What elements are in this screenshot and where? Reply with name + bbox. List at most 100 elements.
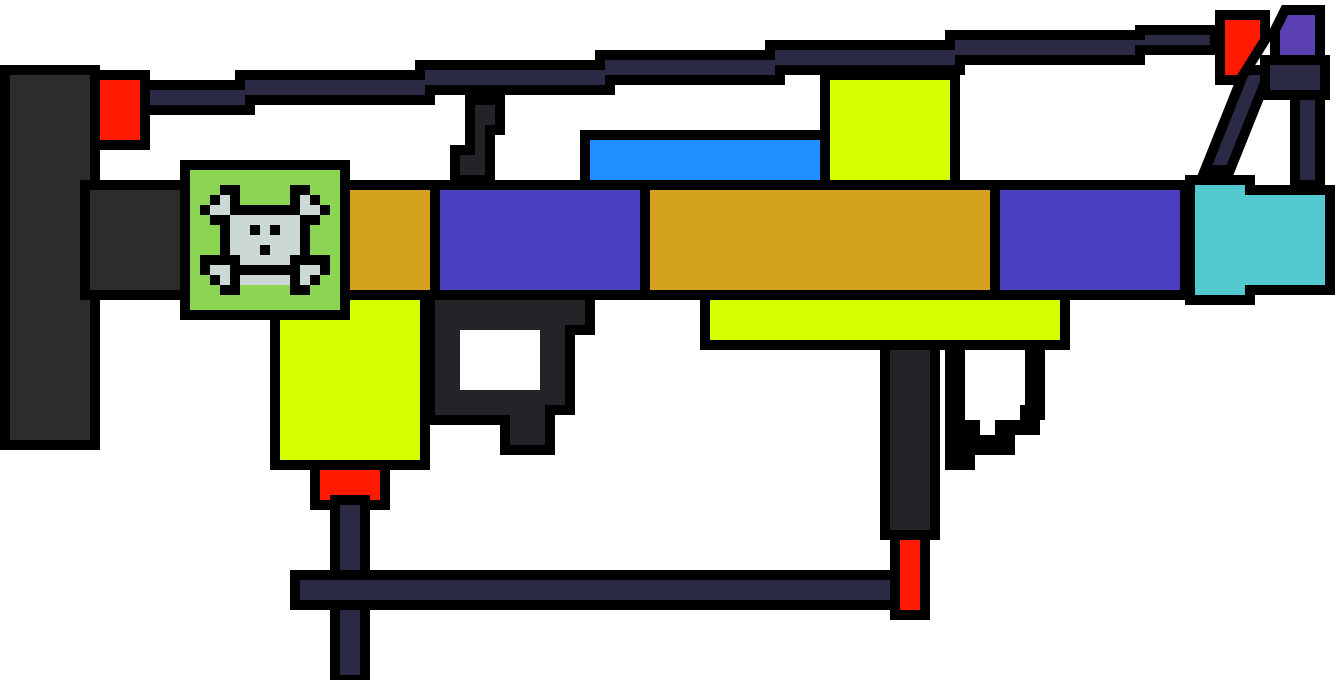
skull-pixel-outline [250,205,260,215]
skull-pixel-bone [250,245,260,255]
skull-pixel-bone [260,255,270,265]
barrel-violet-2 [1000,190,1180,290]
barrel-gold-1 [350,190,430,290]
sight-cap-purple [1270,5,1325,65]
skull-pixel-outline [220,255,230,265]
skull-pixel-bone [280,245,290,255]
skull-pixel-outline [200,255,210,265]
skull-pixel-bone [270,245,280,255]
skull-pixel-bone [300,205,310,215]
underbar [710,300,1060,340]
trigger-wire [945,340,1045,470]
skull-pixel-bone [250,275,260,285]
skull-pixel-outline [230,195,240,205]
skull-pixel-bone [260,215,270,225]
skull-pixel-outline [230,265,240,275]
rail-strut-left [450,95,505,185]
skull-pixel-bone [280,235,290,245]
bipod-crossbar [300,580,890,600]
skull-pixel-outline [260,205,270,215]
skull-pixel-outline [200,205,210,215]
skull-pixel-outline [220,285,230,295]
skull-pixel-bone [270,215,280,225]
skull-pixel-outline [310,255,320,265]
skull-pixel-outline [220,235,230,245]
barrel-violet-1 [440,190,640,290]
skull-pixel-bone [290,215,300,225]
skull-pixel-outline [290,255,300,265]
skull-pixel-bone [260,225,270,235]
skull-pixel-outline [310,195,320,205]
skull-pixel-outline [230,255,240,265]
skull-pixel-outline [300,185,310,195]
skull-pixel-bone [230,225,240,235]
top-lime-block [830,80,950,180]
skull-pixel-bone [230,245,240,255]
skull-pixel-bone [310,265,320,275]
skull-pixel-outline [230,275,240,285]
skull-pixel-outline [290,205,300,215]
skull-pixel-bone [280,255,290,265]
skull-pixel-outline [240,265,250,275]
skull-pixel-outline [300,215,310,225]
skull-pixel-bone [300,265,310,275]
skull-pixel-outline [220,215,230,225]
rail-strut-vertical [1300,85,1315,180]
skull-pixel-bone [240,215,250,225]
skull-pixel-outline [300,235,310,245]
skull-pixel-bone [220,275,230,285]
skull-pixel-outline [290,185,300,195]
skull-pixel-outline [220,185,230,195]
skull-pixel-bone [240,245,250,255]
skull-pixel-bone [280,225,290,235]
skull-pixel-bone [220,265,230,275]
skull-pixel-outline [260,265,270,275]
skull-pixel-bone [210,205,220,215]
skull-pixel-bone [290,245,300,255]
skull-pixel-outline [280,265,290,275]
skull-pixel-bone [260,275,270,285]
rail-mount-right [1270,65,1320,90]
rail-cap-left [100,80,140,140]
magazine [280,300,420,460]
skull-pixel-outline [210,255,220,265]
muzzle [1185,175,1335,305]
barrel-gold-2 [650,190,990,290]
skull-pixel-bone [240,225,250,235]
skull-pixel-bone [270,255,280,265]
skull-pixel-outline [280,205,290,215]
skull-pixel-bone [260,235,270,245]
skull-pixel-bone [230,235,240,245]
skull-pixel-outline [300,285,310,295]
skull-pixel-bone [300,275,310,285]
skull-pixel-outline [300,245,310,255]
skull-pixel-outline [290,285,300,295]
foregrip [890,345,930,530]
skull-pixel-bone [290,225,300,235]
skull-pixel-bone [280,215,290,225]
skull-pixel-outline [320,205,330,215]
skull-pixel-outline [210,195,220,205]
skull-pixel-bone [240,255,250,265]
skull-pixel-bone [210,265,220,275]
rail-cap-right [1215,10,1270,85]
skull-pixel-bone [270,275,280,285]
skull-pixel-outline [310,215,320,225]
skull-pixel-outline [220,225,230,235]
skull-pixel-bone [220,205,230,215]
skull-pixel-bone [250,235,260,245]
skull-pixel-bone [310,205,320,215]
skull-pixel-bone [270,235,280,245]
skull-pixel-outline [290,265,300,275]
skull-pixel-bone [250,215,260,225]
skull-pixel-outline [310,275,320,285]
skull-pixel-bone [250,255,260,265]
skull-pixel-bone [240,275,250,285]
bipod-cap-right [900,540,920,610]
skull-pixel-outline [230,205,240,215]
skull-pixel-outline [240,205,250,215]
skull-pixel-outline [300,225,310,235]
skull-pixel-outline [250,265,260,275]
top-rail [135,25,1220,115]
